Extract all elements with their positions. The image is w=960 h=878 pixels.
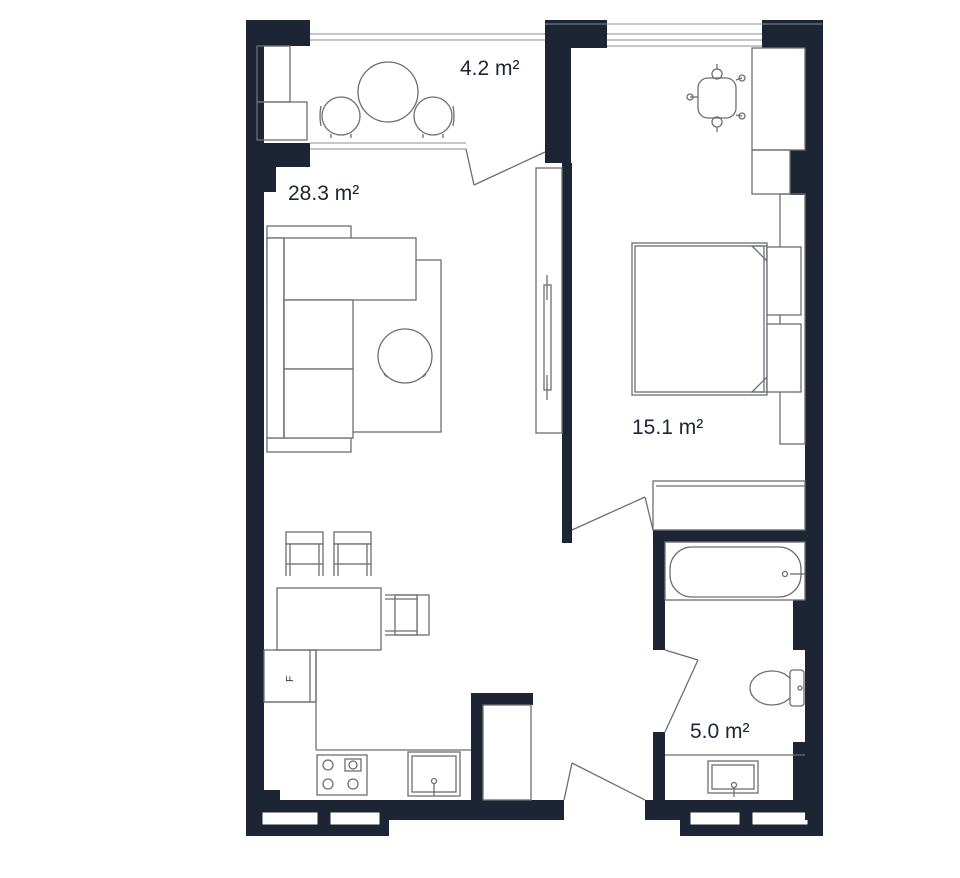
chair-icon <box>285 531 430 636</box>
chair-icon <box>319 96 455 138</box>
door-swing-icon <box>571 496 654 531</box>
sink-icon <box>407 751 461 797</box>
window-icon <box>310 23 822 150</box>
bedroom-area-label: 15.1 m² <box>632 416 703 439</box>
bathroom-area-label: 5.0 m² <box>690 720 750 743</box>
office-chair-icon <box>686 64 746 132</box>
sink-icon <box>665 754 805 797</box>
balcony-area-label: 4.2 m² <box>460 57 520 80</box>
door-swing-icon <box>465 148 546 186</box>
walls <box>246 20 823 836</box>
living-area-label: 28.3 m² <box>288 182 359 205</box>
sofa-icon <box>266 225 417 453</box>
balcony: 4.2 m² <box>256 45 546 186</box>
door-swing-icon <box>563 762 646 801</box>
bathroom: 5.0 m² <box>664 541 806 797</box>
toilet-icon <box>749 669 805 707</box>
dining-table-icon <box>276 587 382 651</box>
bathtub-icon <box>664 541 806 601</box>
round-table-icon <box>357 61 419 123</box>
round-table-icon <box>377 328 433 384</box>
wardrobe-icon <box>535 167 563 434</box>
bed-icon <box>631 242 768 396</box>
fridge-label: F <box>285 676 296 682</box>
kitchen-counter: F <box>263 649 471 751</box>
stove-icon <box>316 754 368 796</box>
nightstand-icon <box>766 246 802 393</box>
living-kitchen: 28.3 m² <box>263 167 646 801</box>
bedroom: 15.1 m² <box>571 47 806 531</box>
door-swing-icon <box>664 649 699 733</box>
